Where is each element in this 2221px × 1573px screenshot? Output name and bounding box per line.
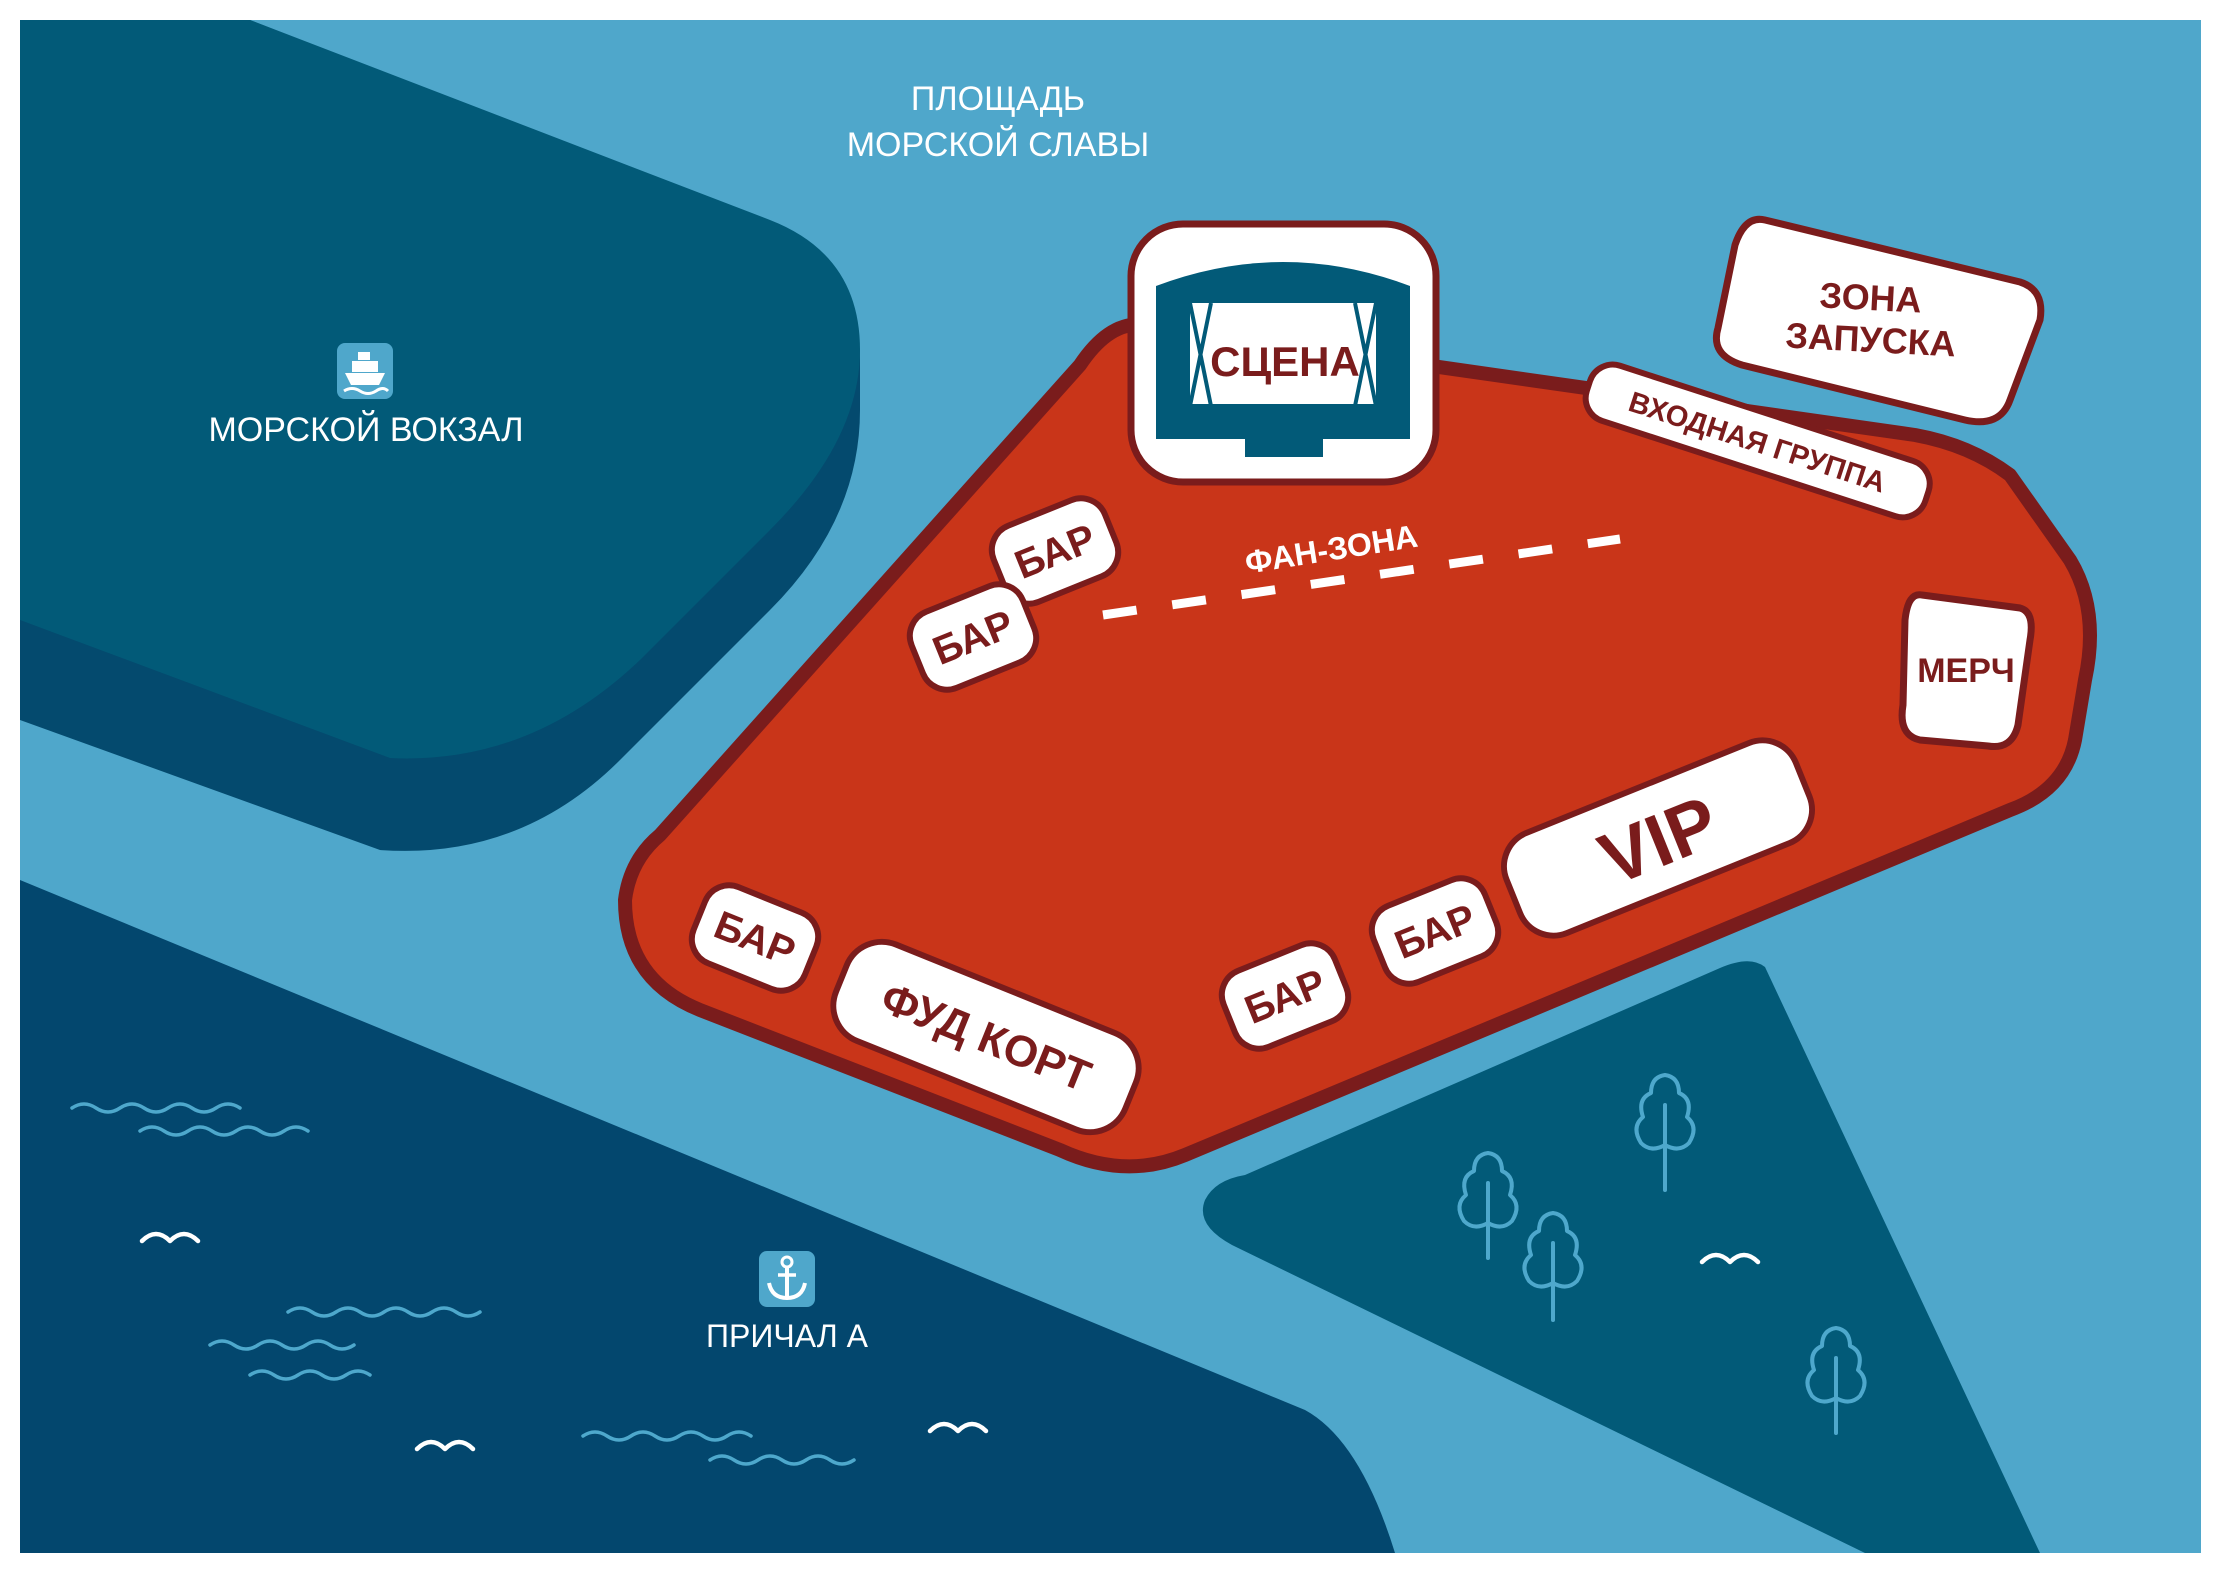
bar-zone-3[interactable]: БАР: [684, 878, 826, 999]
merch-label: МЕРЧ: [1917, 652, 2015, 690]
seagulls: [139, 1231, 1761, 1452]
ship-icon: [337, 343, 393, 399]
venue-area: [618, 317, 2097, 1174]
tree-icon: [1805, 1326, 1867, 1435]
anchor-icon: [759, 1251, 815, 1307]
trees: [1457, 1073, 1867, 1435]
terminal-label: МОРСКОЙ ВОКЗАЛ: [208, 411, 523, 449]
stage-icon: [1156, 262, 1410, 457]
merch-zone[interactable]: МЕРЧ: [1898, 591, 2035, 751]
pier-label: ПРИЧАЛ А: [706, 1318, 869, 1354]
tree-icon: [1457, 1151, 1519, 1260]
bar-zone-2[interactable]: БАР: [902, 577, 1044, 698]
bar-zone-4[interactable]: БАР: [1364, 871, 1506, 992]
fan-zone-line: [1102, 534, 1621, 620]
launch-label-line2: ЗАПУСКА: [1785, 315, 1957, 365]
launch-zone[interactable]: ЗОНА ЗАПУСКА: [1713, 215, 2045, 426]
bar-zone-1[interactable]: БАР: [984, 491, 1126, 612]
square-label-line2: МОРСКОЙ СЛАВЫ: [847, 126, 1150, 164]
square-label-line1: ПЛОЩАДЬ: [911, 80, 1085, 118]
tree-icon: [1522, 1211, 1584, 1322]
stage-block[interactable]: СЦЕНА: [1127, 220, 1440, 486]
stage-label: СЦЕНА: [1210, 338, 1360, 385]
vip-zone[interactable]: VIP: [1493, 729, 1823, 946]
bar-zone-5[interactable]: БАР: [1214, 936, 1356, 1057]
sea-area: [20, 880, 1395, 1553]
tree-icon: [1634, 1073, 1696, 1192]
launch-label-line1: ЗОНА: [1819, 274, 1923, 320]
park-area: [1202, 961, 2040, 1553]
terminal-land: [20, 20, 860, 759]
waves: [70, 1102, 856, 1466]
